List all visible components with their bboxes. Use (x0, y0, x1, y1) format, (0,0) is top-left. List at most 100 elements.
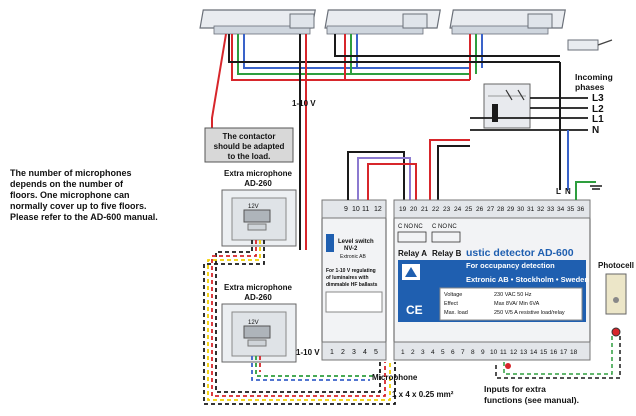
phase-label-n: N (592, 125, 599, 136)
terminal-number: 20 (410, 206, 418, 213)
note-line: Please refer to the AD-600 manual. (10, 212, 158, 222)
level-switch-model: NV-2 (344, 246, 358, 252)
contact-label: NO (404, 224, 413, 230)
mic-12v: 12V (248, 204, 259, 210)
terminal-number: 31 (527, 206, 535, 213)
level-switch-desc: of luminaires with (326, 275, 369, 281)
terminal-number: 1 (401, 349, 405, 356)
terminal-number: 3 (421, 349, 425, 356)
mic-cable-title: Microphone (372, 373, 418, 382)
terminal-number: 21 (421, 206, 429, 213)
detector-subtitle: For occupancy detection (466, 261, 555, 270)
terminal-number: 33 (547, 206, 555, 213)
luminaire (449, 9, 566, 35)
relay-b: C NO NC Relay B (431, 224, 462, 258)
mic-model: AD-260 (244, 179, 272, 188)
terminal-number: 16 (550, 349, 558, 356)
supply-n-label: N (565, 187, 571, 196)
level-switch-terminals-top: 9 10 11 12 (344, 206, 382, 213)
detector-top-wiring (347, 139, 470, 200)
note-line: floors. One microphone can (10, 190, 130, 200)
terminal-number: 10 (352, 206, 360, 213)
extra-microphone-top: Extra microphone AD-260 12V (221, 169, 297, 247)
detector-company: Extronic AB • Stockholm • Sweden (466, 275, 589, 284)
terminal-number: 28 (497, 206, 505, 213)
terminal-number: 5 (441, 349, 445, 356)
terminal-number: 3 (352, 349, 356, 356)
level-switch-desc: dimmable HF ballasts (326, 282, 378, 288)
terminal-number: 11 (500, 349, 507, 356)
terminal-number: 18 (570, 349, 578, 356)
spec-value: 230 VAC 50 Hz (494, 292, 532, 298)
terminal-number: 11 (362, 206, 369, 213)
incoming-phases-title: Incoming (575, 72, 613, 82)
phase-label-l1: L1 (592, 114, 604, 125)
mic-wiring (203, 240, 396, 405)
terminal-number: 27 (487, 206, 495, 213)
terminal-number: 13 (520, 349, 528, 356)
note-line: The number of microphones (10, 168, 132, 178)
terminal-number: 9 (481, 349, 485, 356)
level-switch-title: Level switch (338, 239, 374, 245)
note-line: normally cover up to five floors. (10, 201, 147, 211)
microphone-note: The number of microphones depends on the… (10, 168, 158, 222)
terminal-number: 6 (451, 349, 455, 356)
supply-l-label: L (556, 187, 561, 196)
terminal-number: 9 (344, 206, 348, 213)
spec-key: Voltage (444, 292, 462, 298)
contactor-note-line: to the load. (228, 152, 271, 161)
spec-value: 250 V/5 A resistive load/relay (494, 310, 565, 316)
extra-inputs-label: functions (see manual). (484, 395, 579, 405)
terminal-number: 12 (510, 349, 518, 356)
contact-label: C (432, 224, 437, 230)
luminaire (324, 9, 441, 35)
incoming-phases-title: phases (575, 82, 605, 92)
photocell-label: Photocell (598, 261, 634, 270)
level-switch-terminals-bottom: 1 2 3 4 5 (330, 349, 378, 356)
terminal-number: 2 (341, 349, 345, 356)
photocell (605, 273, 627, 337)
luminaire-wiring (211, 33, 560, 250)
extra-microphone-bottom: Extra microphone AD-260 12V (221, 283, 297, 363)
spec-key: Effect (444, 301, 458, 307)
terminal-number: 26 (476, 206, 484, 213)
terminal-number: 32 (537, 206, 545, 213)
terminal-number: 4 (363, 349, 367, 356)
terminal-number: 23 (443, 206, 451, 213)
terminal-number: 25 (465, 206, 473, 213)
level-switch: 9 10 11 12 1 2 3 4 5 Level switch NV-2 E… (321, 199, 387, 361)
relay-a-label: Relay A (398, 249, 427, 258)
terminal-number: 7 (461, 349, 465, 356)
level-switch-desc: For 1-10 V regulating (326, 268, 376, 274)
contact-label: NC (414, 224, 423, 230)
spec-key: Max. load (444, 310, 468, 316)
terminal-number: 14 (530, 349, 538, 356)
ce-mark: CE (406, 303, 423, 317)
terminal-number: 17 (560, 349, 568, 356)
terminal-number: 22 (432, 206, 440, 213)
phase-label-l3: L3 (592, 93, 604, 104)
terminal-number: 1 (330, 349, 334, 356)
terminal-number: 8 (471, 349, 475, 356)
contactor-note-line: The contactor (223, 132, 276, 141)
extra-inputs-label: Inputs for extra (484, 384, 546, 394)
terminal-number: 15 (540, 349, 548, 356)
voltage-label-bottom: 1-10 V (296, 348, 320, 357)
ground-wire (575, 181, 602, 200)
mic-cable-spec: 1 x 4 x 0.25 mm² (392, 390, 454, 399)
terminal-number: 29 (507, 206, 515, 213)
acoustic-detector: 19 20 21 22 23 24 25 26 27 28 29 30 31 3… (393, 199, 591, 361)
terminal-number: 10 (490, 349, 498, 356)
relay-b-label: Relay B (432, 249, 462, 258)
lamp-connector (567, 39, 613, 51)
terminal-number: 35 (567, 206, 575, 213)
mic-caption: Extra microphone (224, 169, 293, 178)
mic-caption: Extra microphone (224, 283, 293, 292)
terminal-number: 36 (577, 206, 585, 213)
terminal-number: 24 (454, 206, 462, 213)
note-line: depends on the number of (10, 179, 124, 189)
terminal-number: 4 (431, 349, 435, 356)
contact-label: NC (448, 224, 457, 230)
detector-title: ustic detector AD-600 (466, 247, 574, 259)
